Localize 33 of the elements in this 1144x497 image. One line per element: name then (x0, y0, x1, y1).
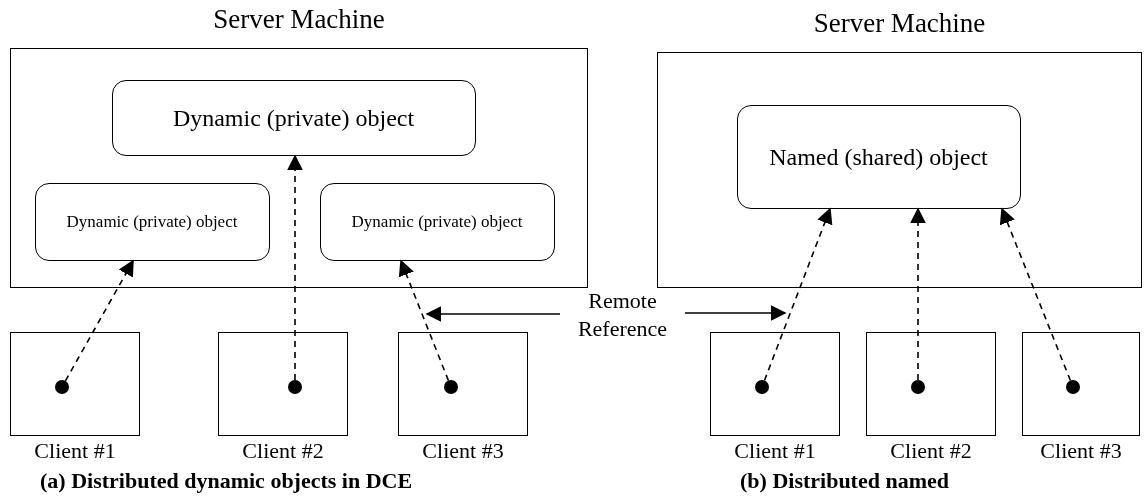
object-box (34, 182, 270, 261)
object-label: Dynamic (private) object (65, 210, 239, 233)
machine-heading: Server Machine (212, 3, 386, 36)
figure-caption: (a) Distributed dynamic objects in DCE (40, 468, 413, 494)
object-box (736, 104, 1021, 209)
arrow (64, 259, 134, 382)
arrow (999, 207, 1072, 382)
reference-dot (443, 379, 458, 394)
client-label: Client #1 (733, 437, 817, 465)
arrow (910, 207, 926, 381)
object-label: Named (shared) object (768, 142, 989, 172)
client-label: Client #2 (889, 437, 973, 465)
reference-dot (54, 379, 69, 394)
reference-dot (287, 379, 302, 394)
reference-dot (754, 379, 769, 394)
reference-dot (910, 379, 925, 394)
arrow (287, 154, 303, 381)
object-label: Dynamic (private) object (171, 103, 416, 133)
client-label: Client #1 (33, 437, 117, 465)
figure-caption: (b) Distributed named (740, 468, 949, 494)
arrow (425, 306, 561, 322)
arrow (398, 259, 450, 382)
arrow (684, 305, 787, 321)
reference-dot (1065, 379, 1080, 394)
annotation-text: Remote Reference (576, 287, 669, 342)
arrow (763, 207, 833, 382)
client-label: Client #3 (421, 437, 505, 465)
client-label: Client #2 (241, 437, 325, 465)
object-label: Dynamic (private) object (350, 210, 524, 233)
machine-heading: Server Machine (812, 7, 987, 40)
client-label: Client #3 (1039, 437, 1123, 465)
object-box (319, 182, 555, 261)
object-box (111, 79, 476, 156)
